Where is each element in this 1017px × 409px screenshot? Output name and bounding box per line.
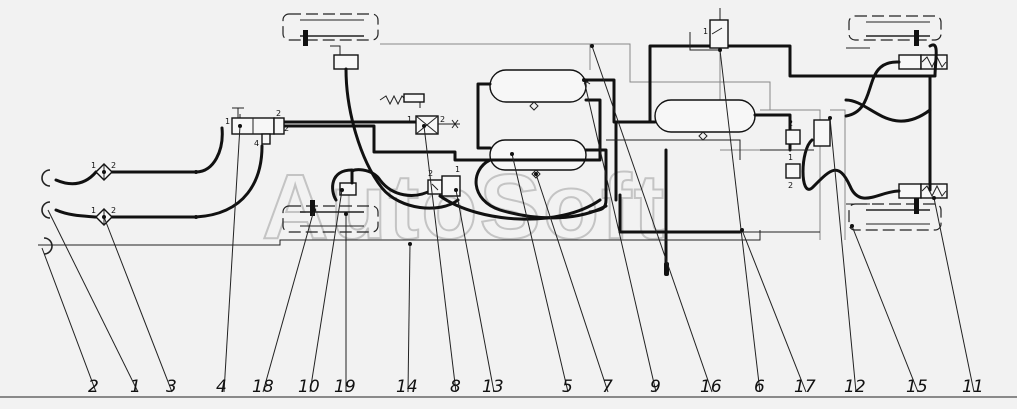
wheel-rear-left	[282, 200, 379, 233]
svg-text:2: 2	[788, 181, 793, 190]
coupling-head-upper	[41, 169, 51, 187]
leader-lines	[0, 45, 1017, 398]
valve-8-relay: 1 2	[379, 93, 459, 135]
brake-chamber-front-left	[330, 45, 359, 70]
valve-13-pressure-limiter: 2 1	[427, 165, 461, 197]
svg-text:1: 1	[703, 27, 708, 36]
svg-text:1: 1	[91, 206, 96, 215]
callout-10: 10	[298, 377, 320, 397]
air-receiver-right	[654, 99, 756, 141]
callout-11: 11	[962, 377, 984, 397]
air-receiver-upper	[489, 69, 587, 111]
brake-chamber-rear-right	[898, 183, 948, 199]
coupling-heads	[41, 169, 53, 255]
svg-text:4: 4	[254, 139, 259, 148]
svg-text:2: 2	[276, 109, 281, 118]
leader-dots	[102, 44, 936, 246]
callout-7: 7	[602, 377, 613, 397]
callout-numbers: 2 1 3 4 18 10 19 14 8 13 5 7 9 16 6 17 1…	[88, 377, 984, 397]
wheel-rear-right	[848, 198, 942, 231]
callout-2: 2	[88, 377, 99, 397]
brake-chamber-front-right	[898, 54, 948, 70]
wheel-front-right	[848, 15, 942, 46]
svg-text:2: 2	[111, 161, 116, 170]
callout-12: 12	[844, 377, 866, 397]
svg-text:1: 1	[788, 153, 793, 162]
svg-text:1: 1	[407, 115, 412, 124]
air-lines	[54, 43, 938, 272]
callout-19: 19	[334, 377, 356, 397]
svg-text:1: 1	[455, 165, 460, 174]
svg-text:2: 2	[428, 169, 433, 178]
callout-13: 13	[482, 377, 504, 397]
svg-text:2: 2	[284, 124, 289, 133]
svg-text:1: 1	[225, 117, 230, 126]
callout-14: 14	[396, 377, 418, 397]
wheel-front-left	[282, 13, 379, 46]
callout-4: 4	[216, 377, 227, 397]
callout-1: 1	[130, 377, 141, 397]
callout-9: 9	[650, 377, 661, 397]
grey-lines	[380, 43, 846, 240]
svg-text:2: 2	[788, 119, 793, 128]
thin-lines	[38, 8, 870, 246]
callout-6: 6	[754, 377, 765, 397]
valve-6-pressure-switch: 1	[703, 19, 729, 49]
svg-text:2: 2	[440, 115, 445, 124]
callout-5: 5	[562, 377, 573, 397]
callout-3: 3	[166, 377, 177, 397]
valve-4-manual-control: 1 2 2 4	[225, 107, 289, 148]
callout-18: 18	[252, 377, 274, 397]
svg-text:2: 2	[111, 206, 116, 215]
svg-text:1: 1	[91, 161, 96, 170]
coupling-head-lower	[43, 237, 53, 255]
callout-15: 15	[906, 377, 928, 397]
callout-17: 17	[794, 377, 816, 397]
brake-chamber-rear-left	[339, 182, 357, 196]
valve-12-distribution-block: 2 1 2	[785, 119, 831, 190]
coupling-head-middle	[41, 201, 51, 219]
callout-8: 8	[450, 377, 461, 397]
callout-16: 16	[700, 377, 722, 397]
